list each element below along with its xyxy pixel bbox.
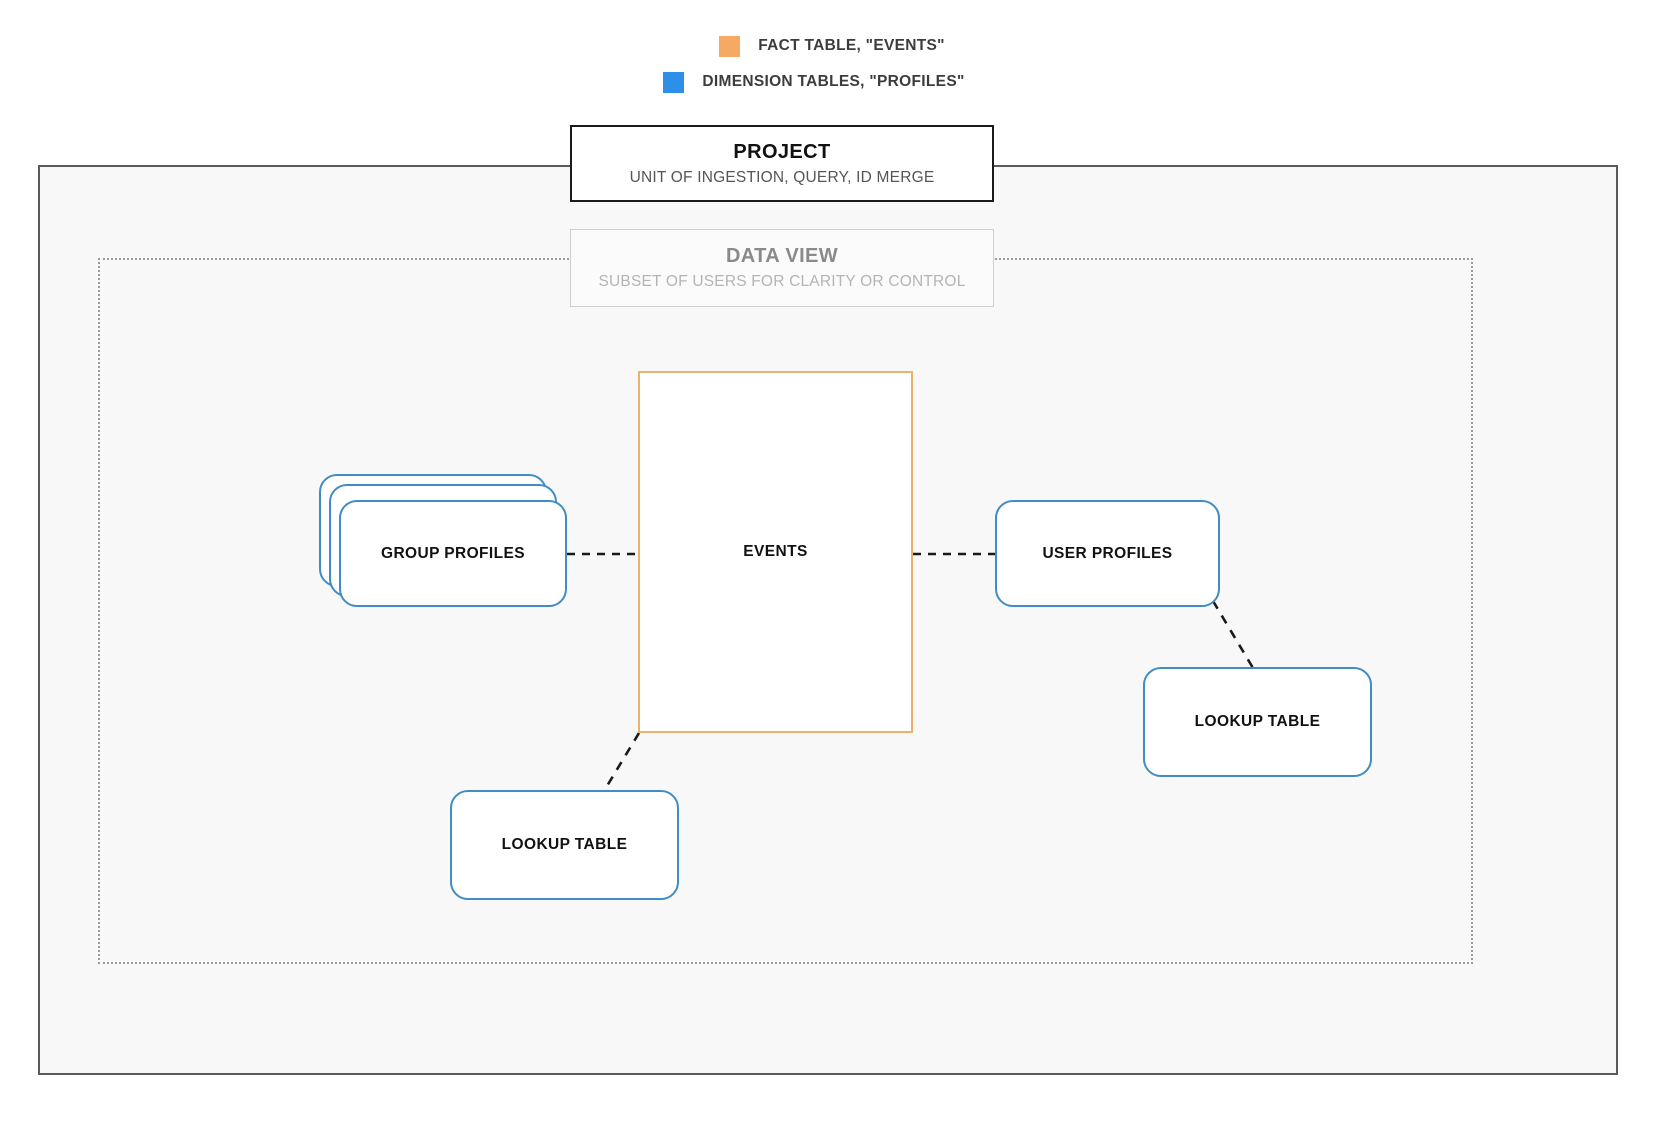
legend: FACT TABLE, "EVENTS" DIMENSION TABLES, "… — [0, 28, 1664, 100]
node-group-profiles-label: GROUP PROFILES — [381, 544, 525, 562]
node-lookup-table-bottom: LOOKUP TABLE — [450, 790, 679, 900]
node-events: EVENTS — [638, 371, 913, 733]
node-group-profiles: GROUP PROFILES — [339, 500, 567, 607]
legend-label-fact-table: FACT TABLE, "EVENTS" — [758, 37, 945, 54]
node-lookup-table-bottom-label: LOOKUP TABLE — [501, 836, 628, 853]
orange-square-swatch — [719, 35, 741, 57]
node-user-profiles-label: USER PROFILES — [1042, 544, 1173, 562]
project-header-box: PROJECT UNIT OF INGESTION, QUERY, ID MER… — [570, 125, 994, 202]
legend-item-fact-table: FACT TABLE, "EVENTS" — [0, 28, 1664, 64]
project-title: PROJECT — [733, 140, 831, 163]
data-view-header-box: DATA VIEW SUBSET OF USERS FOR CLARITY OR… — [570, 229, 994, 307]
data-view-title: DATA VIEW — [725, 245, 839, 267]
node-events-label: EVENTS — [743, 543, 808, 560]
node-lookup-table-right-label: LOOKUP TABLE — [1194, 713, 1321, 730]
data-view-subtitle: SUBSET OF USERS FOR CLARITY OR CONTROL — [598, 273, 966, 290]
blue-square-swatch — [663, 71, 685, 93]
node-user-profiles: USER PROFILES — [995, 500, 1220, 607]
legend-item-dimension-tables: DIMENSION TABLES, "PROFILES" — [0, 64, 1664, 100]
legend-label-dimension-tables: DIMENSION TABLES, "PROFILES" — [702, 73, 965, 90]
project-subtitle: UNIT OF INGESTION, QUERY, ID MERGE — [629, 168, 935, 186]
node-lookup-table-right: LOOKUP TABLE — [1143, 667, 1372, 777]
